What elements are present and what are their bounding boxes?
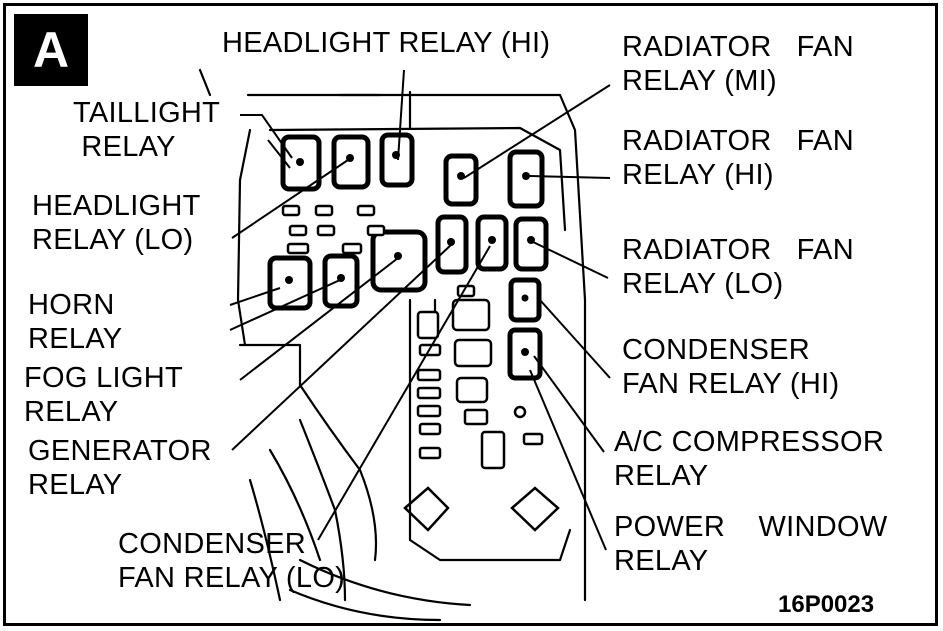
leader-taillight — [240, 114, 293, 159]
leader-fog-light — [239, 257, 399, 381]
fog-light-relay-shape — [370, 229, 428, 293]
label-taillight-relay: TAILLIGHT RELAY — [73, 97, 221, 163]
leader-radiator-lo — [532, 241, 609, 279]
fuse-block-2 — [453, 338, 493, 368]
leader-headlight-hi — [397, 69, 405, 161]
label-radiator-fan-relay-lo: RADIATOR FAN RELAY (LO) — [622, 234, 854, 300]
connector-diamond-right — [510, 486, 560, 532]
label-horn-relay: HORN RELAY — [28, 289, 123, 355]
figure-code: 16P0023 — [778, 591, 875, 618]
leader-power-window — [529, 369, 607, 551]
leader-horn — [229, 287, 281, 306]
headlight-lo-relay-shape — [331, 134, 371, 190]
housing-left-edge — [236, 128, 252, 347]
leader-headlight-lo — [231, 159, 349, 239]
leader-ac-compressor — [533, 355, 605, 453]
label-radiator-fan-relay-hi: RADIATOR FAN RELAY (HI) — [622, 125, 854, 191]
panel-letter-badge: A — [14, 14, 88, 86]
label-headlight-relay-hi: HEADLIGHT RELAY (HI) — [222, 27, 551, 59]
leader-radiator-hi — [529, 175, 611, 179]
fuse-block-1 — [451, 298, 491, 332]
headlight-hi-relay-shape — [379, 132, 415, 188]
leader-radiator-mi — [463, 84, 611, 179]
label-fog-light-relay: FOG LIGHT RELAY — [24, 362, 183, 428]
label-headlight-relay-lo: HEADLIGHT RELAY (LO) — [32, 190, 201, 256]
connector-diamond-left — [403, 486, 450, 532]
label-ac-compressor-relay: A/C COMPRESSOR RELAY — [614, 426, 885, 492]
label-power-window-relay: POWER WINDOW RELAY — [614, 511, 888, 577]
leader-condenser-hi — [539, 299, 611, 379]
inner-block — [408, 298, 572, 562]
diagram-frame — [3, 3, 938, 626]
housing-outline — [246, 93, 587, 602]
label-condenser-fan-relay-hi: CONDENSER FAN RELAY (HI) — [622, 334, 840, 400]
label-generator-relay: GENERATOR RELAY — [28, 435, 212, 501]
leader-condenser-lo — [317, 245, 491, 541]
label-condenser-fan-relay-lo: CONDENSER FAN RELAY (LO) — [118, 528, 346, 594]
label-radiator-fan-relay-mi: RADIATOR FAN RELAY (MI) — [622, 31, 854, 97]
leader-generator — [231, 243, 453, 451]
